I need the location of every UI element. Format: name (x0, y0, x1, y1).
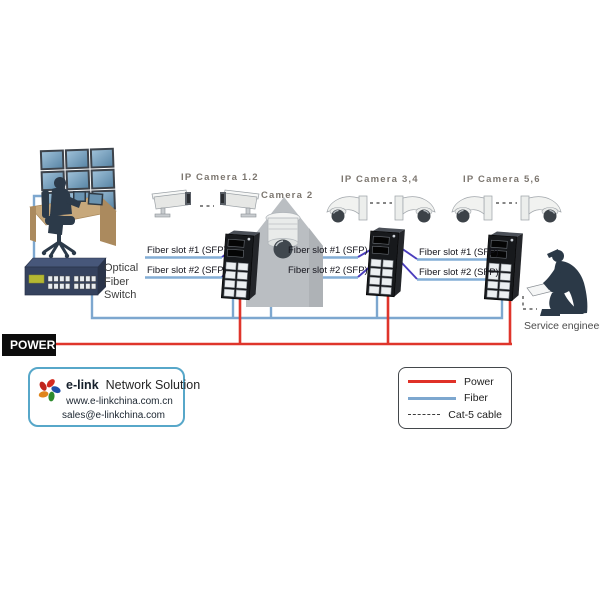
legend-row-fiber: Fiber (408, 392, 502, 404)
operator-workstation (29, 177, 117, 259)
legend-box: Power Fiber Cat-5 cable (398, 367, 512, 429)
fiber-line-sample (408, 396, 456, 400)
optical-fiber-switch-device (24, 257, 107, 296)
bullet-camera-pair-1 (151, 189, 260, 218)
fiber-slot2-label-sw3: Fiber slot #2 (SFP) (419, 267, 499, 278)
fiber-slot1-label-sw2: Fiber slot #1 (SFP) (288, 245, 368, 256)
legend-row-cat5: Cat-5 cable (408, 409, 502, 421)
ptz-dome-camera-2 (246, 197, 323, 307)
dome-camera-pair-2 (326, 195, 436, 224)
industrial-switch-2 (365, 226, 406, 298)
brand-website: www.e-linkchina.com.cn (66, 396, 173, 407)
ip-camera-3-4-label: IP Camera 3,4 (341, 174, 419, 185)
service-engineer-figure (526, 249, 588, 316)
industrial-switch-1 (220, 229, 261, 301)
ip-camera-1-2-label: IP Camera 1.2 (181, 172, 259, 183)
camera-2-label: Camera 2 (261, 190, 314, 201)
power-bus-lines (54, 296, 512, 346)
brand-email: sales@e-linkchina.com (62, 410, 165, 421)
operator-figure (41, 177, 81, 259)
power-banner: POWER (2, 334, 56, 356)
fiber-slot2-label-sw1: Fiber slot #2 (SFP) (147, 265, 227, 276)
cat5-line-sample (408, 414, 441, 415)
service-engineer-label: Service engineer (524, 320, 600, 332)
brand-tagline: Network Solution (105, 378, 201, 392)
fiber-slot1-label-sw3: Fiber slot #1 (SFP) (419, 247, 499, 258)
dome-camera-pair-3 (451, 195, 562, 224)
fiber-slot2-label-sw2: Fiber slot #2 (SFP) (288, 265, 368, 276)
optical-fiber-switch-label: Optical Fiber Switch (104, 262, 139, 301)
power-line-sample (408, 380, 456, 383)
legend-row-power: Power (408, 376, 502, 388)
fiber-slot1-label-sw1: Fiber slot #1 (SFP) (147, 245, 227, 256)
legend-cat5-label: Cat-5 cable (448, 408, 502, 421)
legend-fiber-label: Fiber (464, 392, 488, 404)
brand-name: e-link (66, 378, 99, 392)
legend-power-label: Power (464, 375, 494, 388)
brand-box: e-link Network Solution www.e-linkchina.c… (28, 367, 200, 427)
ip-camera-5-6-label: IP Camera 5,6 (463, 174, 541, 185)
e-link-logo-icon (38, 379, 61, 402)
